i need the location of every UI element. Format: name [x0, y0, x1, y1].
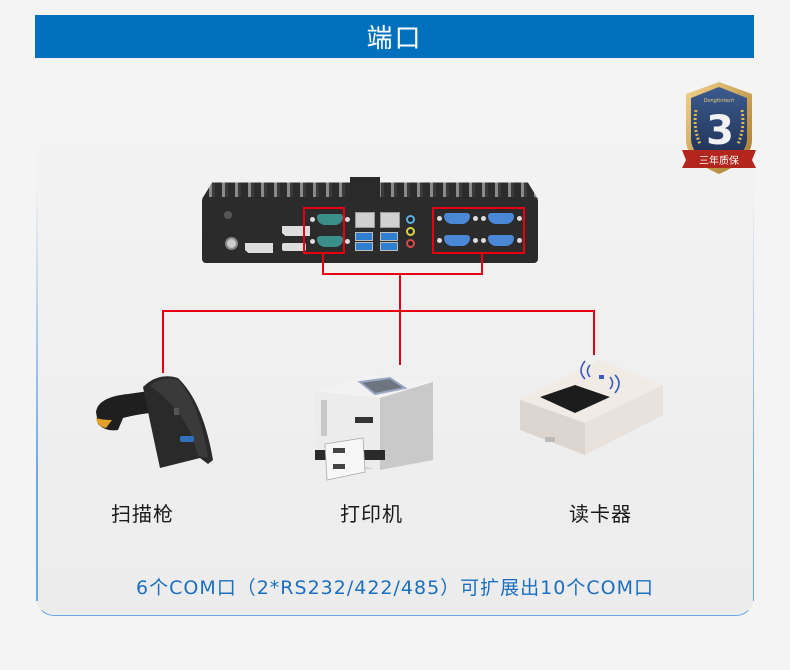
- com-port-icon: [488, 213, 514, 224]
- com-group-highlight-left: [303, 207, 345, 254]
- line-out-jack-icon: [406, 227, 415, 236]
- line-in-jack-icon: [406, 215, 415, 224]
- peripheral-label-printer: 打印机: [340, 502, 403, 526]
- connector-line: [593, 310, 595, 355]
- com-group-highlight-right: [432, 207, 525, 254]
- usb-port-icon: [380, 232, 398, 241]
- barcode-scanner-icon: [96, 376, 213, 468]
- peripheral-label-card-reader: 读卡器: [569, 502, 632, 526]
- com-port-icon: [488, 235, 514, 246]
- heatsink-center: [350, 177, 380, 199]
- svg-text:3: 3: [706, 108, 734, 154]
- com-port-summary: 6个COM口（2*RS232/422/485）可扩展出10个COM口: [136, 577, 654, 599]
- section-header: 端口: [35, 15, 754, 58]
- content-panel: [36, 58, 754, 616]
- usb-port-icon: [380, 242, 398, 251]
- svg-text:三年质保: 三年质保: [699, 154, 739, 167]
- usb-port-icon: [355, 242, 373, 251]
- connector-line: [481, 254, 483, 274]
- displayport-icon: [282, 226, 310, 236]
- connector-line: [399, 274, 401, 365]
- warranty-badge-icon: Dongtintech 3 三年质保: [682, 82, 756, 174]
- ethernet-port-icon: [380, 212, 400, 228]
- com-port-icon: [444, 235, 470, 246]
- ethernet-port-icon: [355, 212, 375, 228]
- svg-text:Dongtintech: Dongtintech: [704, 98, 735, 104]
- section-title: 端口: [366, 24, 423, 54]
- card-reader-icon: [520, 360, 663, 455]
- com-port-icon: [317, 214, 343, 225]
- com-port-icon: [444, 213, 470, 224]
- hdmi-port-icon: [282, 243, 306, 251]
- connector-line: [322, 273, 483, 275]
- mic-jack-icon: [406, 239, 415, 248]
- com-port-icon: [317, 236, 343, 247]
- displayport-icon: [245, 243, 273, 253]
- label-printer-icon: [315, 374, 433, 481]
- usb-port-icon: [355, 232, 373, 241]
- peripheral-label-scanner: 扫描枪: [111, 502, 174, 526]
- connector-line: [322, 254, 324, 274]
- power-button-icon: [224, 211, 232, 219]
- dc-in-port-icon: [225, 237, 238, 250]
- connector-line: [162, 310, 164, 373]
- connector-line: [162, 310, 595, 312]
